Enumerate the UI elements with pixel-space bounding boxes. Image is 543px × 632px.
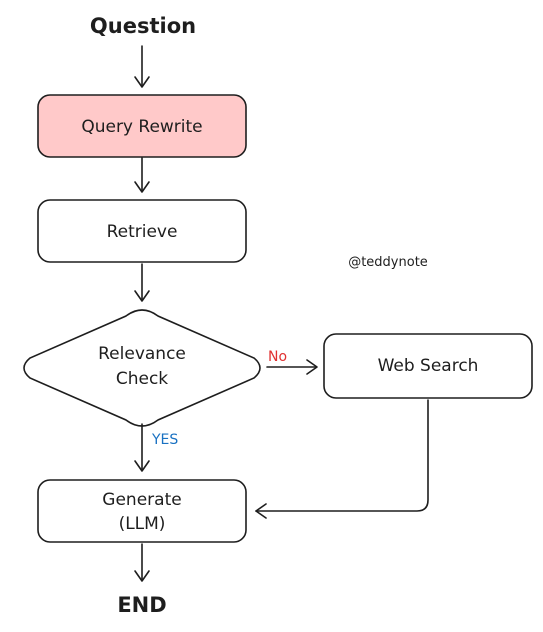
- retrieve-node: Retrieve: [37, 199, 247, 263]
- generate-box: [37, 479, 247, 543]
- query-rewrite-node: Query Rewrite: [37, 94, 247, 158]
- yes-edge-label: YES: [151, 432, 178, 448]
- arrow-relevance-to-generate: [134, 423, 150, 472]
- relevance-check-node: Relevance Check: [23, 309, 261, 427]
- retrieve-label: Retrieve: [107, 222, 178, 242]
- generate-label-line2: (LLM): [119, 514, 166, 534]
- retrieve-box: [37, 199, 247, 263]
- arrow-generate-to-end: [134, 543, 150, 582]
- generate-label-line1: Generate: [102, 490, 181, 510]
- relevance-check-diamond: [23, 309, 261, 427]
- query-rewrite-label: Query Rewrite: [81, 117, 202, 137]
- end-label: END: [117, 593, 166, 617]
- arrow-rewrite-to-retrieve: [134, 157, 150, 193]
- watermark: @teddynote: [348, 255, 428, 270]
- web-search-node: Web Search: [323, 333, 533, 399]
- arrow-websearch-to-generate: [255, 399, 429, 519]
- start-label: Question: [90, 14, 196, 38]
- web-search-box: [323, 333, 533, 399]
- relevance-check-label-line2: Check: [116, 369, 168, 389]
- arrow-relevance-to-websearch: [266, 359, 318, 375]
- no-edge-label: No: [268, 349, 287, 365]
- web-search-label: Web Search: [378, 356, 479, 376]
- relevance-check-label-line1: Relevance: [98, 344, 186, 364]
- query-rewrite-box: [37, 94, 247, 158]
- arrow-retrieve-to-relevance: [134, 263, 150, 302]
- generate-node: Generate (LLM): [37, 479, 247, 543]
- arrow-question-to-rewrite: [134, 45, 150, 88]
